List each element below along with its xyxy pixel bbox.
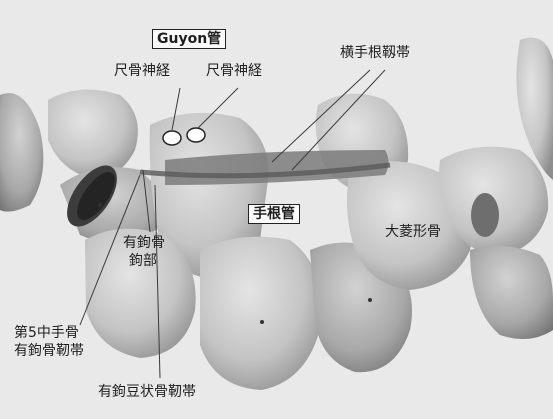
ulnar-nerve-right-label: 尺骨神経 [206, 62, 262, 80]
capitate-bone [200, 237, 322, 390]
pisohamate-ligament-label: 有鉤豆状骨靭帯 [98, 383, 196, 401]
guyon-canal-label: Guyon管 [152, 29, 226, 49]
transverse-carpal-ligament-label: 横手根靱帯 [340, 44, 410, 62]
metacarpal-ligament-line1: 第5中手骨 [14, 324, 84, 342]
hamulus-label: 有鉤骨 鉤部 [123, 234, 165, 270]
trapezium-socket [471, 193, 499, 237]
hamulus-label-line2: 鉤部 [123, 252, 165, 270]
trapezium-label: 大菱形骨 [385, 223, 441, 241]
ulnar-nerve-left-label: 尺骨神経 [114, 62, 170, 80]
ulnar-nerve-left [163, 131, 181, 145]
pisiform-bone [48, 90, 138, 179]
ulnar-nerve-right [187, 128, 205, 142]
left-edge-bone [0, 93, 43, 211]
hamulus-label-line1: 有鉤骨 [123, 234, 165, 252]
right-lower-bone [470, 246, 553, 339]
metacarpal-ligament-label: 第5中手骨 有鉤骨靭帯 [14, 324, 84, 360]
metacarpal-ligament-line2: 有鉤骨靭帯 [14, 342, 84, 360]
carpal-tunnel-label: 手根管 [248, 204, 300, 224]
